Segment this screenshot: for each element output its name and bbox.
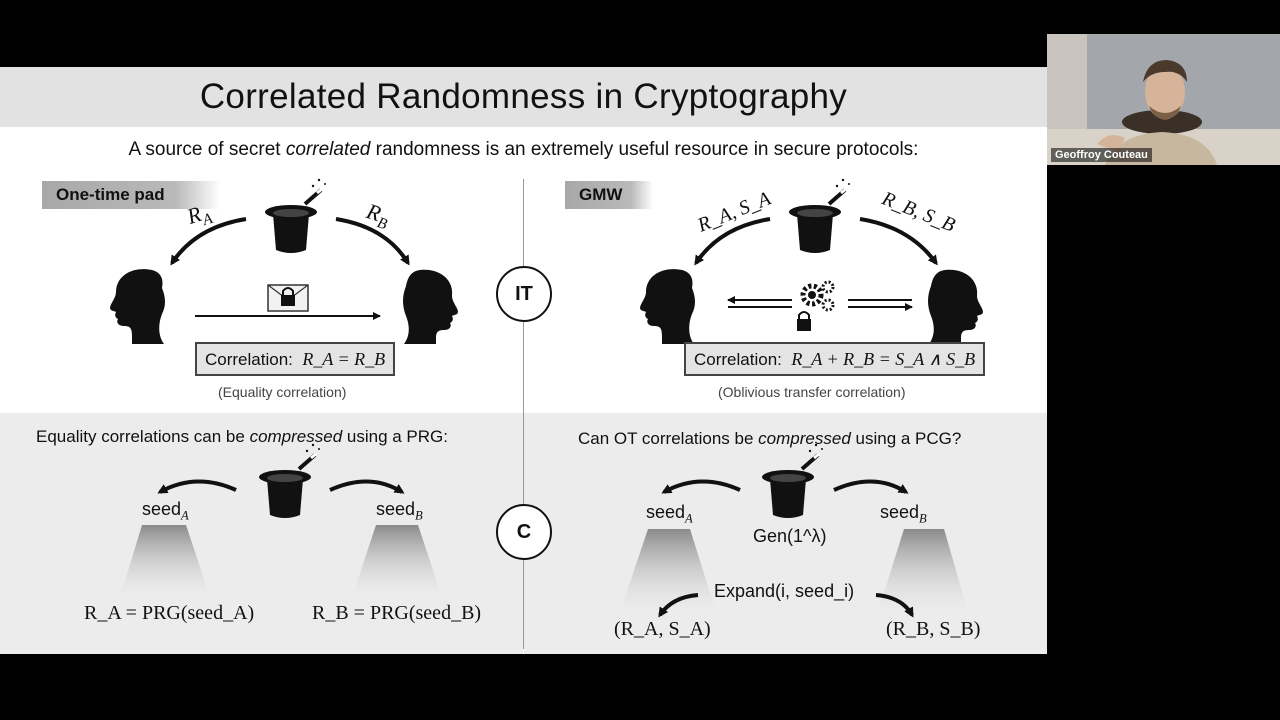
top-hat-icon — [257, 441, 322, 520]
equality-caption: (Equality correlation) — [218, 384, 347, 400]
gears-icon — [800, 280, 835, 312]
pcg-output-a: (R_A, S_A) — [614, 618, 711, 640]
expansion-cone-a — [120, 525, 210, 597]
arrow-to-bob — [859, 217, 938, 266]
seed-b-label: seedB — [376, 499, 423, 523]
expansion-cone-b — [878, 529, 968, 612]
expand-arrow-a — [658, 593, 699, 618]
expansion-cone-a — [620, 529, 716, 612]
expand-label: Expand(i, seed_i) — [714, 581, 855, 601]
seed-b-label: seedB — [880, 502, 927, 526]
arrow-to-alice — [694, 217, 771, 266]
bottom-left-panel — [0, 413, 523, 654]
person-head-icon — [640, 269, 695, 344]
arrow-to-alice — [170, 217, 247, 266]
expand-arrow-b — [875, 593, 914, 618]
prg-question: Equality correlations can be compressed … — [36, 427, 448, 446]
expansion-cone-b — [352, 525, 442, 597]
arrow-to-seed-a — [661, 479, 741, 494]
person-head-icon — [928, 269, 983, 344]
seed-a-label: seedA — [646, 502, 693, 526]
arrow-to-seed-b — [833, 479, 909, 494]
padlock-icon — [797, 311, 811, 331]
slide-title: Correlated Randomness in Cryptography — [199, 77, 848, 116]
one-time-pad-badge: One-time pad — [42, 181, 220, 209]
webcam-thumbnail[interactable]: Geoffroy Couteau — [1047, 34, 1280, 165]
top-hat-icon — [760, 441, 825, 520]
diagram-graphics — [110, 176, 983, 618]
pcg-question: Can OT correlations be compressed using … — [578, 429, 962, 448]
person-head-icon — [403, 269, 458, 344]
arrow-to-seed-b — [329, 479, 405, 494]
prg-output-b: R_B = PRG(seed_B) — [312, 602, 482, 624]
speaker-name-label: Geoffroy Couteau — [1051, 148, 1152, 162]
top-hat-icon — [263, 176, 328, 255]
ot-correlation-box: Correlation: R_A + R_B = S_A ∧ S_B — [684, 342, 986, 376]
pcg-output-b: (R_B, S_B) — [886, 618, 981, 640]
gmw-badge: GMW — [565, 181, 653, 209]
top-hat-icon — [787, 176, 852, 255]
prg-output-a: R_A = PRG(seed_A) — [84, 602, 255, 624]
equality-correlation-box: Correlation: R_A = R_B — [195, 342, 396, 376]
envelope-lock-icon — [267, 284, 309, 312]
arrow-to-seed-a — [157, 479, 237, 494]
arrow-to-bob — [335, 217, 410, 266]
person-head-icon — [110, 269, 165, 344]
c-circle: C — [496, 504, 552, 560]
bottom-right-panel — [524, 413, 1047, 654]
vertical-divider — [523, 179, 524, 649]
speaker-video — [1047, 34, 1280, 165]
title-bar: Correlated Randomness in Cryptography — [0, 67, 1047, 127]
slide: Correlated Randomness in Cryptography A … — [0, 67, 1047, 654]
ot-caption: (Oblivious transfer correlation) — [718, 384, 906, 400]
it-circle: IT — [496, 266, 552, 322]
gen-label: Gen(1^λ) — [753, 526, 827, 546]
slide-subtitle: A source of secret correlated randomness… — [128, 139, 919, 160]
seed-a-label: seedA — [142, 499, 189, 523]
